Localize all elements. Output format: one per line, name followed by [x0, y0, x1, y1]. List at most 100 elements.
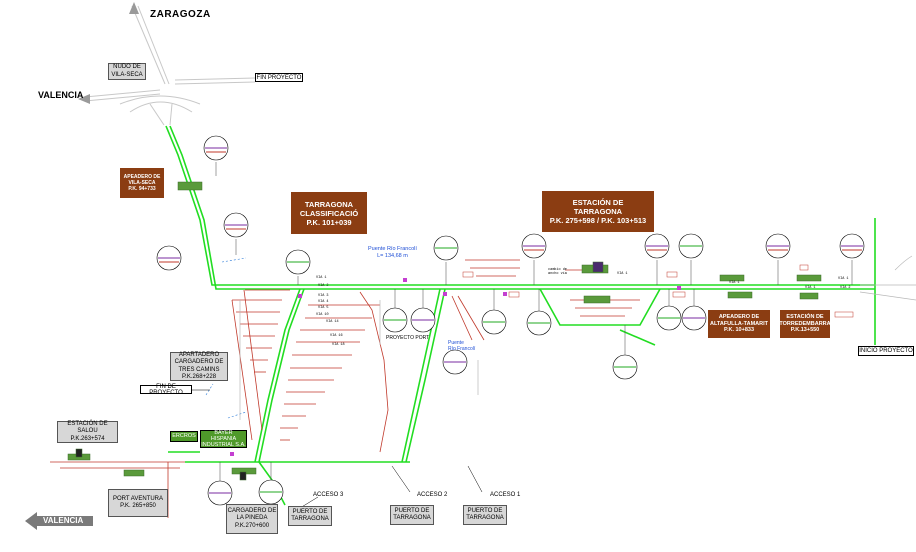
- puente-francoli-top: Puente Río Francolí L= 134,68 m: [368, 246, 417, 259]
- zaragoza-arrow-icon: [129, 2, 139, 14]
- puente-mid-line-2: Río Francolí: [448, 346, 476, 352]
- altafulla-line-3: P.K. 10+833: [723, 327, 755, 334]
- valencia-top-arrow-icon: [78, 94, 90, 104]
- svg-text:VIA 2: VIA 2: [318, 284, 329, 288]
- puente-top-length: L= 134,68 m: [377, 252, 408, 259]
- apartadero-line-2: CARGADERO DE: [174, 359, 224, 366]
- puerto-3-line-1: PUERTO DE: [467, 507, 503, 514]
- altafulla-line-1: APEADERO DE: [718, 314, 760, 321]
- torredembarra-line-3: P.K.13+550: [790, 327, 820, 334]
- bayer-hispania-box: BAYER HISPANIA INDUSTRIAL S.A.: [200, 430, 247, 448]
- svg-text:VIA 1: VIA 1: [729, 281, 740, 285]
- svg-text:VIA 14: VIA 14: [326, 320, 339, 324]
- puerto-tarragona-box-1: PUERTO DE TARRAGONA: [288, 506, 332, 526]
- svg-text:VIA 1: VIA 1: [316, 276, 327, 280]
- apartadero-line-4: P.K.268+228: [181, 373, 217, 380]
- puente-francoli-mid: Puente Río Francolí: [448, 340, 475, 352]
- valencia-top-label: VALENCIA: [38, 90, 84, 100]
- puente-mid-line-1: Puente: [448, 340, 464, 346]
- salou-line-1: ESTACIÓN DE SALOU: [67, 421, 108, 435]
- puerto-2-line-2: TARRAGONA: [393, 515, 431, 521]
- red-sidings: [50, 259, 640, 518]
- pineda-line-1: CARGADERO DE: [227, 508, 277, 515]
- apeadero-vilaseca-line-3: P.K. 94+733: [128, 186, 156, 192]
- circle-ticks: [215, 162, 853, 481]
- fin-proyecto-top-text: FIN PROYECTO: [256, 74, 302, 81]
- circle-strokes: [158, 147, 863, 494]
- track-labels: VIA 1 VIA 2 VIA 3 VIA 4 VIA 5 VIA 10 VIA…: [316, 267, 851, 347]
- cargadero-pineda-box: CARGADERO DE LA PINEDA P.K.270+600: [226, 504, 278, 534]
- grey-details: [239, 255, 916, 420]
- puerto-1-line-2: TARRAGONA: [291, 516, 329, 522]
- torredembarra-line-2: TORREDEMBARRA: [779, 320, 831, 327]
- port-aventura-line-1: PORT AVENTURA: [112, 495, 163, 502]
- svg-text:VIA 1: VIA 1: [838, 277, 849, 281]
- valencia-bottom-label: VALENCIA: [43, 516, 84, 525]
- approach-lines: [84, 5, 256, 126]
- ercros-text: ERCROS: [172, 433, 196, 440]
- signal-markers: [462, 264, 854, 318]
- blue-dashed-lines: [205, 257, 247, 419]
- pineda-line-3: P.K.270+600: [234, 522, 270, 529]
- estacion-tarragona-line-3: P.K. 275+598 / P.K. 103+513: [549, 216, 647, 225]
- fin-proyecto-top-box: FIN PROYECTO: [255, 73, 303, 82]
- svg-text:VIA 4: VIA 4: [318, 300, 329, 304]
- pineda-line-2: LA PINEDA: [236, 515, 268, 522]
- estacion-salou-box: ESTACIÓN DE SALOU P.K.263+574: [57, 421, 118, 443]
- acceso-1-label: ACCESO 1: [490, 492, 521, 498]
- apartadero-tres-camins-box: APARTADERO CARGADERO DE TRES CAMINS P.K.…: [170, 352, 228, 381]
- torredembarra-line-1: ESTACIÓN DE: [786, 314, 824, 321]
- estacion-torredembarra-box: ESTACIÓN DE TORREDEMBARRA P.K.13+550: [779, 310, 831, 338]
- bayer-line-2: INDUSTRIAL S.A.: [201, 442, 246, 449]
- apeadero-vilaseca-box: APEADERO DE VILA-SECA P.K. 94+733: [120, 168, 164, 198]
- puerto-3-line-2: TARRAGONA: [466, 515, 504, 521]
- valencia-bottom-arrow: VALENCIA: [25, 512, 93, 530]
- acceso-2-label: ACCESO 2: [417, 492, 448, 498]
- purple-squares: [230, 278, 681, 456]
- puerto-1-line-1: PUERTO DE: [292, 508, 328, 515]
- inicio-proyecto-box: INICIO PROYECTO: [858, 346, 914, 356]
- nudo-line-2: VILA-SECA: [111, 71, 143, 78]
- svg-text:VIA 5: VIA 5: [318, 306, 329, 310]
- estacion-tarragona-line-1: ESTACIÓN DE: [572, 198, 624, 207]
- apeadero-vilaseca-line-1: APEADERO DE: [123, 174, 161, 180]
- svg-text:VIA 10: VIA 10: [316, 313, 329, 317]
- platforms: [67, 181, 822, 481]
- classificacio-line-2: CLASSIFICACIÓ: [299, 208, 359, 218]
- estacion-tarragona-line-2: TARRAGONA: [573, 207, 623, 216]
- svg-text:VIA 1: VIA 1: [617, 272, 628, 276]
- port-aventura-line-2: P.K. 265+850: [120, 503, 156, 509]
- svg-text:ancho vía: ancho vía: [548, 271, 567, 276]
- port-aventura-box: PORT AVENTURA P.K. 265+850: [108, 489, 168, 517]
- direction-arrows: [78, 2, 139, 104]
- puente-top-name: Puente Río Francolí: [368, 246, 417, 252]
- apartadero-line-3: TRES CAMINS: [178, 366, 220, 373]
- apeadero-vilaseca-line-2: VILA-SECA: [128, 180, 156, 186]
- svg-text:VIA 3: VIA 3: [318, 294, 329, 298]
- classificacio-line-3: P.K. 101+039: [306, 217, 352, 227]
- main-tracks: [165, 125, 876, 506]
- nudo-vilaseca-box: NUDO DE VILA-SECA: [108, 63, 146, 80]
- puerto-2-line-1: PUERTO DE: [394, 507, 430, 514]
- puerto-tarragona-box-2: PUERTO DE TARRAGONA: [390, 505, 434, 525]
- ercros-box: ERCROS: [170, 431, 198, 442]
- acceso-3-label: ACCESO 3: [313, 492, 344, 498]
- altafulla-line-2: ALTAFULLA-TAMARIT: [709, 320, 769, 327]
- zaragoza-label: ZARAGOZA: [150, 9, 211, 20]
- apartadero-line-1: APARTADERO: [178, 352, 220, 359]
- fin-proyecto-left-text: FIN DE PROYECTO: [149, 383, 183, 396]
- svg-text:VIA 2: VIA 2: [840, 286, 851, 290]
- proyecto-port-label: PROYECTO PORT: [386, 335, 430, 341]
- salou-line-2: P.K.263+574: [70, 435, 105, 442]
- estacion-tarragona-box: ESTACIÓN DE TARRAGONA P.K. 275+598 / P.K…: [542, 191, 654, 232]
- svg-text:VIA 16: VIA 16: [330, 334, 343, 338]
- bayer-line-1: BAYER HISPANIA: [210, 429, 237, 442]
- svg-text:cambio de: cambio de: [548, 267, 567, 272]
- classificacio-line-1: TARRAGONA: [304, 199, 354, 209]
- inicio-proyecto-text: INICIO PROYECTO: [859, 348, 913, 354]
- puerto-tarragona-box-3: PUERTO DE TARRAGONA: [463, 505, 507, 525]
- svg-text:VIA 1: VIA 1: [805, 286, 816, 290]
- svg-text:VIA 18: VIA 18: [332, 343, 345, 347]
- fin-proyecto-left-box: FIN DE PROYECTO: [140, 383, 192, 396]
